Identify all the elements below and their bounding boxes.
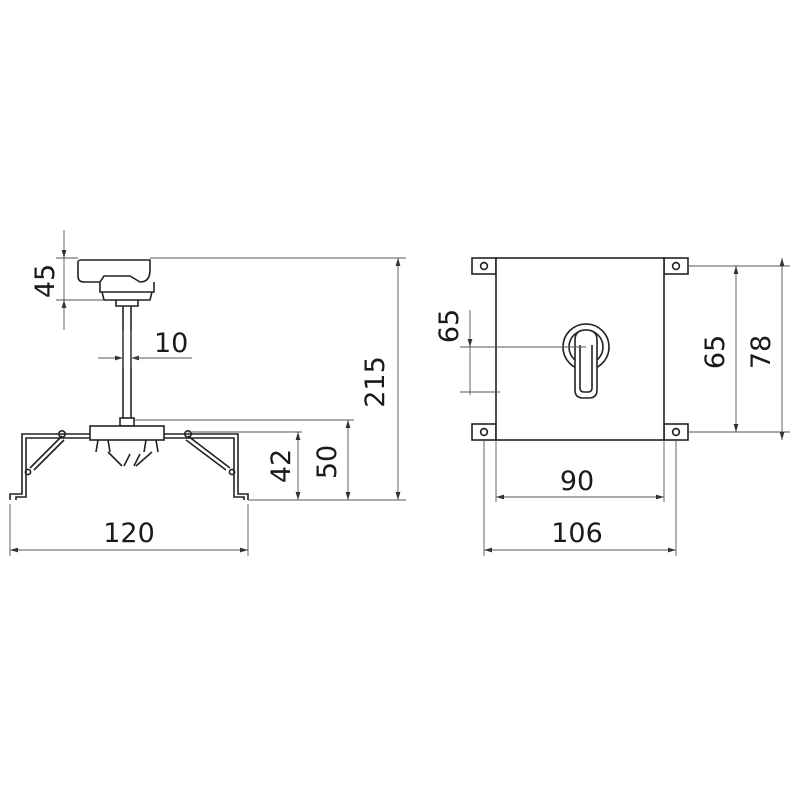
side-view: 45 10 215 42 50 120 (9, 230, 406, 556)
mounting-bracket (9, 425, 249, 500)
dim-handle-offset: 65 (434, 309, 465, 343)
dim-inner-height: 42 (266, 449, 297, 483)
dim-front-total-width: 106 (551, 518, 603, 549)
dim-hole-pitch-vertical: 65 (700, 335, 731, 369)
dim-total-width: 120 (103, 518, 155, 549)
dim-plate-width: 90 (560, 466, 594, 497)
dim-total-height: 215 (360, 356, 391, 408)
switch-shaft (119, 306, 135, 427)
rotary-knob (77, 259, 155, 307)
front-view: 65 65 78 90 106 (434, 257, 790, 556)
dim-shaft-diameter: 10 (154, 328, 188, 359)
dim-knob-height: 45 (30, 264, 61, 298)
dim-bracket-height: 50 (312, 445, 343, 479)
dim-plate-height: 78 (746, 335, 777, 369)
